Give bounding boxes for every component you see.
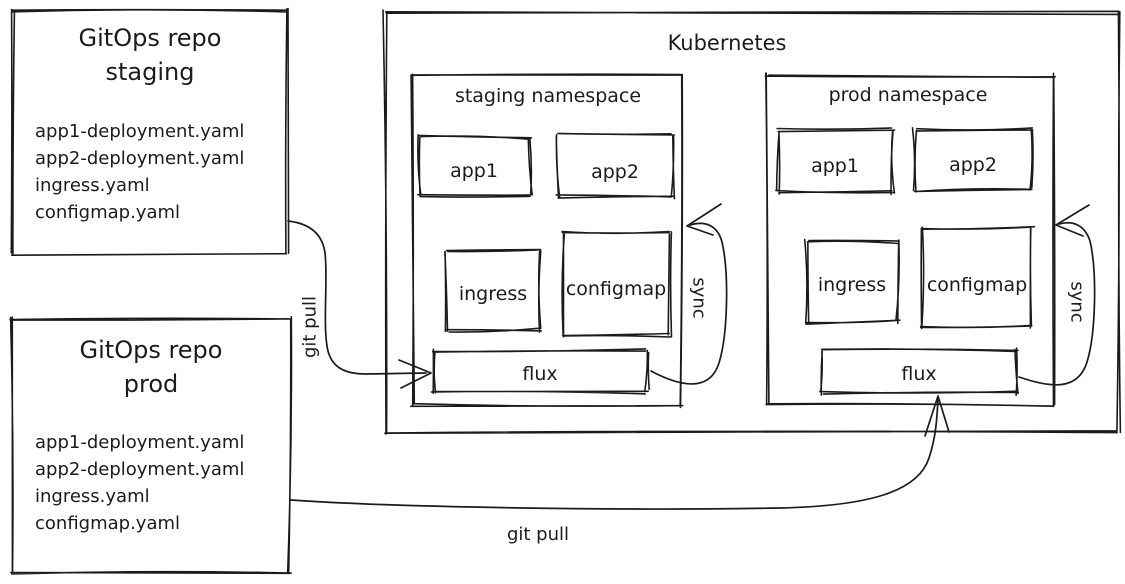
staging-app2-box [555, 132, 676, 200]
gitops-repo-prod-title: GitOps repo [80, 336, 223, 364]
prod-git-pull-arrowhead-icon [924, 395, 950, 437]
prod-ingress-box [803, 238, 901, 325]
prod-app2-box [911, 127, 1034, 193]
staging-file-app1: app1-deployment.yaml [35, 121, 244, 142]
staging-namespace: staging namespace app1 app2 ingress conf… [409, 73, 728, 409]
staging-namespace-box [409, 73, 684, 409]
staging-sync-arrowhead-icon [686, 203, 722, 236]
staging-ingress-label: ingress [459, 283, 527, 305]
gitops-repo-prod-box [9, 315, 293, 575]
staging-namespace-label: staging namespace [455, 85, 641, 107]
prod-sync-arrowhead-icon [1055, 204, 1090, 237]
staging-file-app2: app2-deployment.yaml [35, 148, 244, 169]
kubernetes-title: Kubernetes [668, 31, 787, 55]
staging-git-pull-connection: git pull [287, 220, 432, 389]
prod-file-app2: app2-deployment.yaml [35, 459, 244, 480]
staging-configmap-box [561, 230, 673, 338]
kubernetes-box [382, 9, 1122, 435]
prod-git-pull-connection: git pull [290, 395, 950, 545]
staging-git-pull-arrow [287, 220, 427, 375]
staging-git-pull-arrowhead-icon [398, 359, 432, 389]
prod-app2-label: app2 [949, 154, 997, 176]
prod-configmap-label: configmap [927, 274, 1027, 296]
prod-git-pull-label: git pull [507, 524, 569, 545]
prod-configmap-box [919, 225, 1036, 330]
staging-app2-label: app2 [591, 161, 639, 183]
prod-git-pull-arrow [290, 398, 939, 510]
staging-file-configmap: configmap.yaml [35, 202, 180, 223]
prod-ingress-label: ingress [818, 274, 886, 296]
prod-namespace-box [764, 72, 1056, 408]
gitops-repo-prod-env: prod [124, 370, 179, 398]
kubernetes-cluster: Kubernetes staging namespace app1 app2 i… [382, 9, 1122, 435]
staging-git-pull-label: git pull [299, 296, 320, 358]
prod-app1-label: app1 [811, 155, 859, 177]
staging-ingress-box [444, 248, 542, 333]
prod-namespace: prod namespace app1 app2 ingress configm… [764, 72, 1096, 408]
prod-flux-label: flux [901, 363, 936, 385]
prod-file-app1: app1-deployment.yaml [35, 432, 244, 453]
gitops-repo-prod: GitOps repo prod app1-deployment.yaml ap… [9, 315, 293, 575]
prod-sync-arrow [1018, 222, 1096, 386]
prod-file-configmap: configmap.yaml [35, 513, 180, 534]
staging-app1-label: app1 [450, 160, 498, 182]
staging-file-ingress: ingress.yaml [35, 175, 150, 196]
gitops-repo-staging-env: staging [106, 58, 195, 86]
prod-file-ingress: ingress.yaml [35, 486, 150, 507]
staging-app1-box [417, 134, 533, 198]
prod-namespace-label: prod namespace [829, 84, 988, 106]
staging-flux-box [430, 348, 650, 395]
staging-sync-label: sync [689, 277, 710, 318]
staging-flux-label: flux [522, 363, 557, 385]
staging-configmap-label: configmap [566, 278, 666, 300]
prod-app1-box [775, 127, 896, 196]
gitops-repo-staging: GitOps repo staging app1-deployment.yaml… [10, 7, 290, 256]
gitops-repo-staging-box [10, 7, 290, 256]
prod-sync-label: sync [1067, 281, 1088, 322]
gitops-repo-staging-title: GitOps repo [79, 24, 222, 52]
prod-flux-box [819, 347, 1019, 396]
staging-sync-arrow [650, 222, 728, 385]
